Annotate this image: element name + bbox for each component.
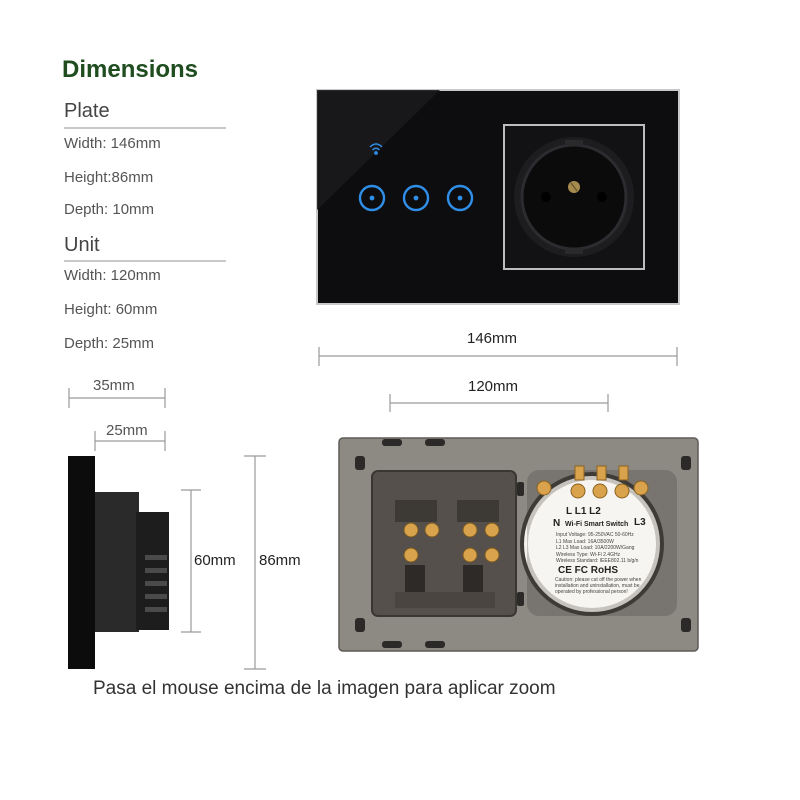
schuko-socket [503, 124, 645, 270]
socket-terminal-block [371, 470, 517, 617]
plate-width-dimension-line [318, 347, 678, 366]
plate-depth: Depth: 10mm [64, 201, 155, 218]
unit-width-dimension-line [389, 394, 609, 412]
page-title: Dimensions [62, 56, 199, 83]
module-spec-line: Wireless Standard: IEEE802.11 b/g/n [556, 558, 639, 565]
unit-height-dimension: 60mm [194, 552, 236, 569]
unit-height: Height: 60mm [64, 301, 158, 318]
plate-heading: Plate [64, 100, 110, 122]
side-view [68, 456, 169, 669]
plate-divider [64, 127, 226, 129]
module-caution-line: installation and uninstallation, must be [555, 583, 640, 589]
unit-depth: Depth: 25mm [64, 335, 155, 352]
wifi-icon [369, 143, 383, 155]
front-panel [316, 89, 680, 305]
zoom-hint-caption: Pasa el mouse encima de la imagen para a… [93, 678, 556, 699]
side-unit-depth-dimension: 25mm [106, 422, 148, 439]
unit-width-dimension: 120mm [468, 378, 519, 395]
plate-height-dimension: 86mm [259, 552, 301, 569]
module-l3-label: L3 [634, 517, 646, 528]
unit-height-dimension-line [181, 489, 201, 633]
module-caution-line: Caution: please cut off the power when [555, 577, 642, 583]
side-total-depth-line [68, 388, 166, 408]
wifi-smart-module [520, 465, 677, 616]
side-unit-depth-line [94, 431, 166, 451]
plate-width-dimension: 146mm [467, 330, 518, 347]
module-spec-line: L1 Max Load: 16A/3500W [556, 538, 614, 545]
module-spec-list: Input Voltage: 95-250VAC 50-60Hz L1 Max … [556, 532, 656, 565]
module-top-terminals: L L1 L2 [566, 506, 601, 517]
back-view [338, 437, 699, 652]
module-caution: Caution: please cut off the power when i… [555, 577, 655, 595]
unit-heading: Unit [64, 234, 100, 256]
module-spec-line: Wireless Type: Wi-Fi 2.4GHz [556, 551, 621, 558]
module-n-label: N [553, 518, 561, 529]
touch-button-3[interactable] [446, 184, 474, 212]
plate-height-dimension-line [244, 455, 266, 670]
unit-divider [64, 260, 226, 262]
certification-marks: CE FC RoHS [558, 565, 618, 576]
module-caution-line: operated by professional person! [555, 589, 628, 595]
module-name: Wi-Fi Smart Switch [565, 521, 629, 528]
module-spec-line: Input Voltage: 95-250VAC 50-60Hz [556, 532, 634, 538]
plate-width: Width: 146mm [64, 135, 161, 152]
touch-button-1[interactable] [358, 184, 386, 212]
touch-button-2[interactable] [402, 184, 430, 212]
unit-width: Width: 120mm [64, 267, 161, 284]
plate-height: Height:86mm [64, 169, 154, 186]
side-total-depth-dimension: 35mm [93, 377, 135, 394]
module-spec-line: L2 L3 Max Load: 10A/2200W/Gang [556, 545, 635, 552]
